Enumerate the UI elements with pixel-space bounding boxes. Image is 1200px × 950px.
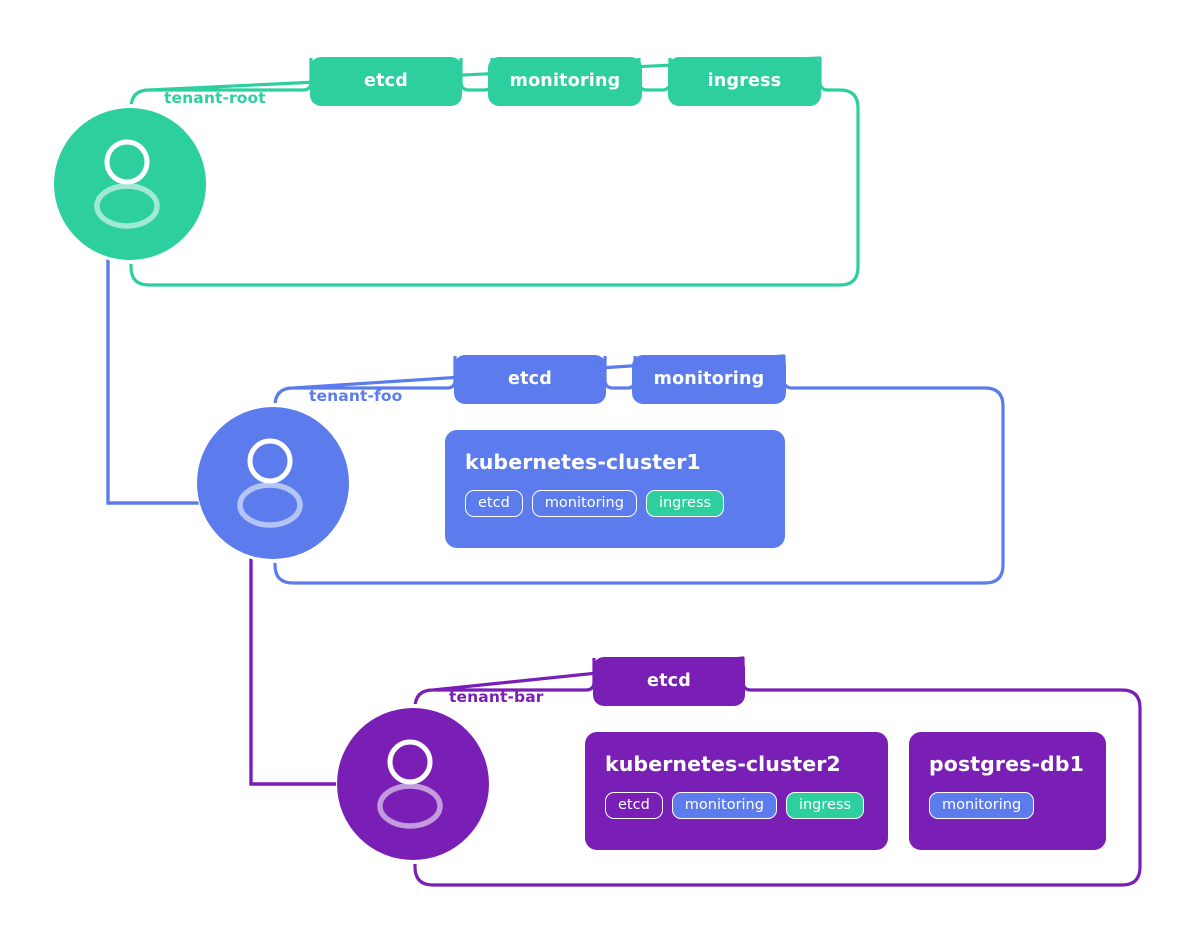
resource-card-postgres-db1[interactable]: postgres-db1 monitoring bbox=[909, 732, 1106, 850]
badge-tenant-root-etcd[interactable]: etcd bbox=[310, 57, 462, 106]
avatar-head-icon bbox=[387, 739, 433, 785]
tenant-label-foo: tenant-foo bbox=[309, 387, 403, 405]
badge-tenant-bar-etcd[interactable]: etcd bbox=[593, 657, 745, 706]
badge-tenant-root-monitoring[interactable]: monitoring bbox=[488, 57, 642, 106]
avatar-halo-bar bbox=[336, 704, 496, 864]
chip-monitoring[interactable]: monitoring bbox=[671, 791, 777, 819]
tenant-label-bar: tenant-bar bbox=[449, 688, 544, 706]
user-avatar-icon bbox=[54, 108, 206, 260]
resource-card-kubernetes-cluster2[interactable]: kubernetes-cluster2 etcd monitoring ingr… bbox=[585, 732, 888, 850]
connector-foo-to-bar bbox=[249, 555, 343, 786]
chip-etcd[interactable]: etcd bbox=[465, 489, 523, 517]
user-avatar-icon bbox=[337, 708, 489, 860]
avatar-halo-foo bbox=[196, 403, 356, 563]
chip-ingress[interactable]: ingress bbox=[645, 489, 725, 517]
resource-card-title: kubernetes-cluster2 bbox=[605, 752, 841, 776]
resource-chip-row: monitoring bbox=[929, 791, 1086, 819]
resource-card-title: postgres-db1 bbox=[929, 752, 1084, 776]
badge-tenant-foo-etcd[interactable]: etcd bbox=[454, 355, 606, 404]
tenant-label-root: tenant-root bbox=[164, 89, 266, 107]
avatar-body-icon bbox=[377, 783, 443, 829]
chip-etcd[interactable]: etcd bbox=[605, 791, 663, 819]
avatar-head-icon bbox=[247, 438, 293, 484]
resource-chip-row: etcd monitoring ingress bbox=[465, 489, 765, 517]
badge-tenant-root-ingress[interactable]: ingress bbox=[668, 57, 821, 106]
chip-monitoring[interactable]: monitoring bbox=[929, 791, 1035, 819]
badge-tenant-foo-monitoring[interactable]: monitoring bbox=[632, 355, 786, 404]
chip-ingress[interactable]: ingress bbox=[785, 791, 865, 819]
user-avatar-icon bbox=[197, 407, 349, 559]
avatar-tenant-root[interactable] bbox=[54, 108, 206, 260]
avatar-body-icon bbox=[94, 183, 160, 229]
avatar-body-icon bbox=[237, 482, 303, 528]
resource-card-title: kubernetes-cluster1 bbox=[465, 450, 701, 474]
resource-card-kubernetes-cluster1[interactable]: kubernetes-cluster1 etcd monitoring ingr… bbox=[445, 430, 785, 548]
connector-root-to-foo bbox=[106, 255, 205, 505]
avatar-tenant-foo[interactable] bbox=[197, 407, 349, 559]
resource-chip-row: etcd monitoring ingress bbox=[605, 791, 868, 819]
avatar-tenant-bar[interactable] bbox=[337, 708, 489, 860]
chip-monitoring[interactable]: monitoring bbox=[531, 489, 637, 517]
avatar-halo-root bbox=[53, 104, 213, 264]
avatar-head-icon bbox=[104, 139, 150, 185]
